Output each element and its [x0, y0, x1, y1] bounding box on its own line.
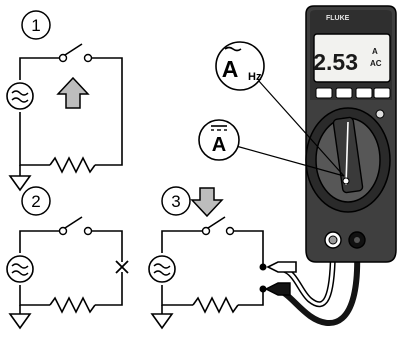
black-lead-cable	[274, 249, 361, 326]
ground-icon	[150, 305, 174, 330]
meter-display	[313, 33, 391, 83]
test-probe-icon	[264, 282, 291, 296]
resistor-icon	[49, 296, 96, 314]
multimeter: FLUKE 2.53 A AC	[305, 5, 397, 263]
callout-bubble	[198, 119, 240, 161]
backlight-button[interactable]	[375, 109, 385, 119]
meter-button[interactable]	[315, 87, 333, 99]
callout-leader	[235, 145, 345, 177]
meter-button[interactable]	[355, 87, 373, 99]
callout-dc-amps: A	[198, 119, 345, 177]
meter-brand: FLUKE	[326, 15, 350, 22]
step-1-wire	[19, 57, 123, 166]
switch-icon	[58, 43, 93, 63]
dial-knob[interactable]	[332, 116, 364, 194]
meter-button[interactable]	[373, 87, 391, 99]
step-2-wire	[19, 230, 123, 306]
step-1-number: 1	[31, 16, 40, 35]
ground-icon	[8, 165, 32, 192]
step-1-circuit: 1	[6, 10, 123, 192]
step-3-badge	[161, 186, 191, 216]
switch-icon	[201, 216, 235, 236]
resistor-icon	[192, 296, 239, 314]
dc-symbol-icon	[211, 125, 227, 131]
display-unit-top: A	[372, 47, 378, 56]
probe-node-top	[259, 263, 267, 271]
step-3-number: 3	[171, 192, 180, 211]
step-2-badge	[21, 186, 51, 216]
ac-source-icon	[6, 82, 34, 110]
test-probe-icon	[266, 261, 297, 273]
meter-button[interactable]	[335, 87, 353, 99]
ac-tilde-icon	[224, 46, 242, 52]
switch-icon	[58, 216, 93, 236]
meter-button-row	[315, 87, 391, 99]
step-2-number: 2	[31, 192, 40, 211]
input-jacks	[324, 231, 366, 249]
ac-source-icon	[6, 255, 34, 283]
ac-source-icon	[148, 255, 176, 283]
test-leads	[264, 245, 361, 326]
display-reading: 2.53	[313, 49, 358, 75]
up-arrow-icon	[56, 76, 90, 109]
probe-node-bottom	[259, 285, 267, 293]
step-1-badge	[21, 10, 51, 40]
callout-bubble	[215, 41, 265, 91]
display-unit-bottom: AC	[370, 59, 382, 68]
step-2-circuit: 2	[6, 186, 129, 330]
dial-pointer	[345, 121, 349, 186]
step-3-wire	[161, 230, 264, 306]
callout-dc-main: A	[212, 134, 226, 156]
callout-ac-main: A	[222, 56, 239, 82]
ground-icon	[8, 305, 32, 330]
break-mark-icon	[115, 260, 129, 274]
callout-ac-amps: A Hz	[215, 41, 345, 177]
down-arrow-icon	[190, 187, 224, 218]
callout-ac-sub: Hz	[248, 71, 262, 83]
callout-leader	[257, 79, 345, 177]
resistor-icon	[49, 156, 96, 174]
step-3-circuit: 3	[148, 186, 267, 330]
